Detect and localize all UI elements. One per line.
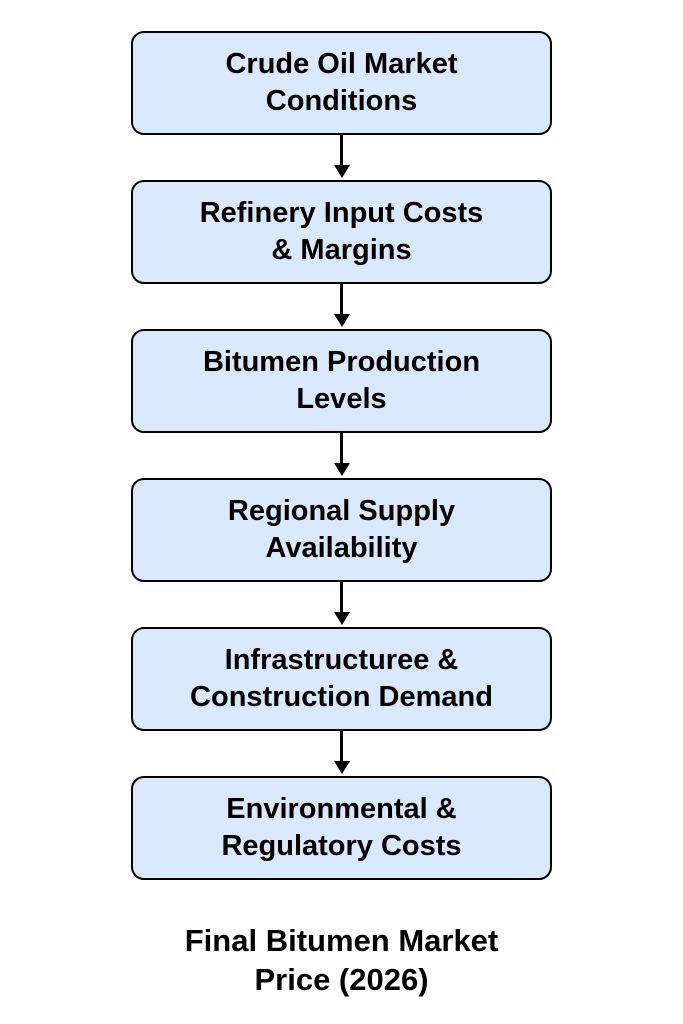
- arrow-head: [333, 612, 350, 625]
- node-label-line: Availability: [265, 532, 418, 564]
- flow-node-crude-oil-market-conditions: Crude Oil Market Conditions: [131, 31, 552, 135]
- footer-label-line: Final Bitumen Market: [184, 923, 499, 958]
- node-label-line: Regulatory Costs: [221, 830, 462, 862]
- arrow-down-icon: [333, 731, 350, 776]
- flow-node-refinery-input-costs-margins: Refinery Input Costs & Margins: [131, 180, 552, 284]
- flow-node-regional-supply-availability: Regional Supply Availability: [131, 478, 552, 582]
- node-label-line: Conditions: [265, 85, 418, 117]
- arrow-shaft: [340, 284, 343, 314]
- node-label-line: Refinery Input Costs: [199, 197, 484, 229]
- node-label-line: & Margins: [271, 234, 412, 266]
- arrow-down-icon: [333, 582, 350, 627]
- footer-label-line: Price (2026): [254, 962, 429, 997]
- arrow-shaft: [340, 433, 343, 463]
- node-label-line: Levels: [296, 383, 387, 415]
- node-label-line: Infrastructuree &: [224, 644, 459, 676]
- arrow-shaft: [340, 135, 343, 165]
- flow-node-infrastructure-construction-demand: Infrastructuree & Construction Demand: [131, 627, 552, 731]
- node-label-line: Regional Supply: [227, 495, 456, 527]
- flowchart: Crude Oil Market Conditions Refinery Inp…: [131, 31, 552, 999]
- arrow-shaft: [340, 582, 343, 612]
- node-label-line: Crude Oil Market: [225, 48, 458, 80]
- flow-node-bitumen-production-levels: Bitumen Production Levels: [131, 329, 552, 433]
- arrow-down-icon: [333, 284, 350, 329]
- arrow-head: [333, 165, 350, 178]
- node-label-line: Bitumen Production: [202, 346, 481, 378]
- final-output-label: Final Bitumen Market Price (2026): [185, 921, 499, 999]
- arrow-shaft: [340, 731, 343, 761]
- flow-node-environmental-regulatory-costs: Environmental & Regulatory Costs: [131, 776, 552, 880]
- node-label-line: Environmental &: [226, 793, 457, 825]
- arrow-head: [333, 314, 350, 327]
- arrow-head: [333, 761, 350, 774]
- arrow-head: [333, 463, 350, 476]
- arrow-down-icon: [333, 135, 350, 180]
- arrow-down-icon: [333, 433, 350, 478]
- node-label-line: Construction Demand: [190, 681, 493, 713]
